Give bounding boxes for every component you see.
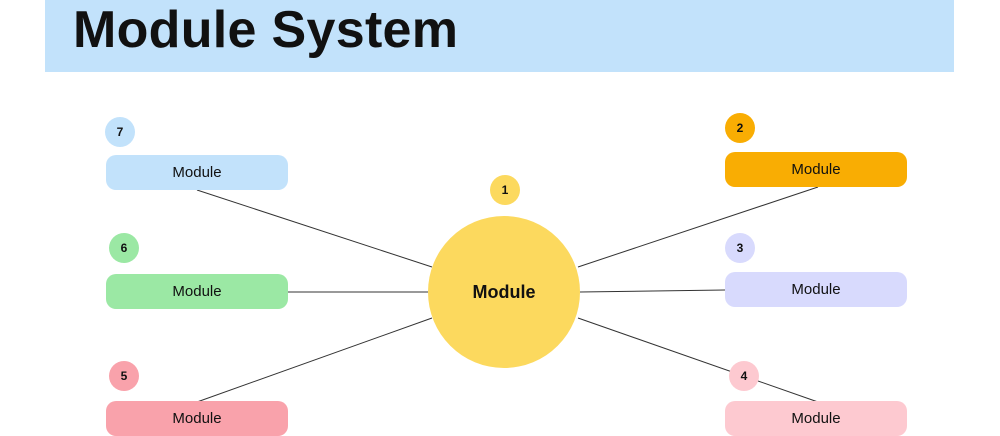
connector-line-7 — [196, 189, 433, 268]
module-7-box: Module — [106, 155, 288, 190]
center-number: 1 — [501, 183, 509, 197]
module-5-box: Module — [106, 401, 288, 436]
module-5-badge: 5 — [109, 361, 139, 391]
connector-lines — [196, 186, 819, 403]
center-module-label: Module — [472, 281, 536, 302]
module-7-number: 7 — [116, 125, 124, 139]
module-6-label: Module — [172, 283, 222, 300]
module-3-box: Module — [725, 272, 907, 307]
title-banner — [45, 0, 954, 72]
module-2-box: Module — [725, 152, 907, 187]
module-4-box: Module — [725, 401, 907, 436]
module-2-badge: 2 — [725, 113, 755, 143]
page-title: Module System — [73, 1, 459, 59]
connector-line-5 — [196, 317, 433, 403]
module-5-label: Module — [172, 410, 222, 427]
module-4-number: 4 — [740, 369, 748, 383]
module-6-badge: 6 — [109, 233, 139, 263]
center-module-node: Module — [428, 216, 580, 368]
module-4-badge: 4 — [729, 361, 759, 391]
module-4-label: Module — [791, 410, 841, 427]
module-7-badge: 7 — [105, 117, 135, 147]
module-7-label: Module — [172, 164, 222, 181]
module-6-box: Module — [106, 274, 288, 309]
connector-line-4 — [577, 317, 819, 403]
module-3-badge: 3 — [725, 233, 755, 263]
connector-line-3 — [579, 289, 726, 293]
module-3-number: 3 — [736, 241, 744, 255]
connector-line-2 — [577, 186, 819, 268]
module-2-label: Module — [791, 161, 841, 178]
module-5-number: 5 — [120, 369, 128, 383]
center-badge: 1 — [490, 175, 520, 205]
module-3-label: Module — [791, 281, 841, 298]
module-2-number: 2 — [736, 121, 744, 135]
module-6-number: 6 — [120, 241, 128, 255]
